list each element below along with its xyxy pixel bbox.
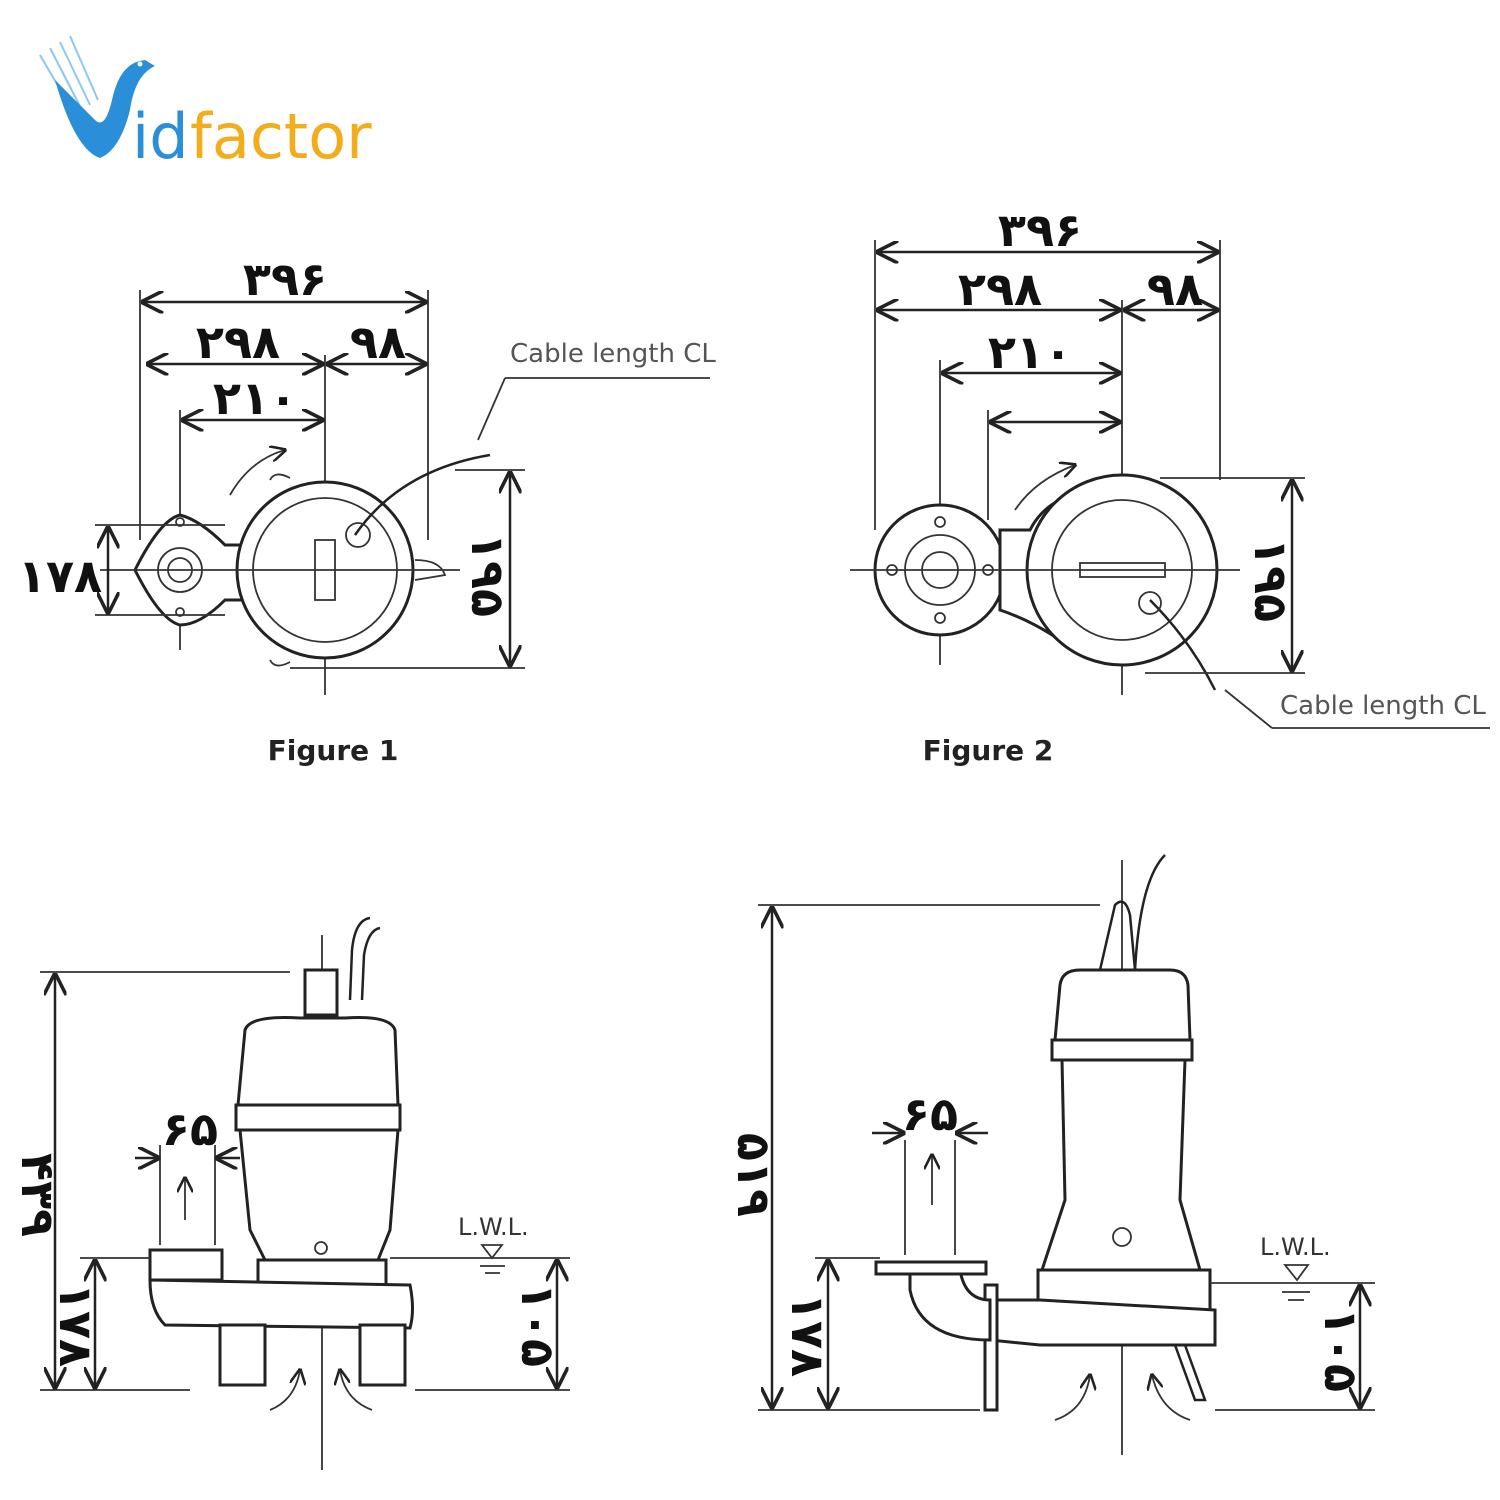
dim-396: ۳۹۶ (243, 252, 327, 306)
dim-178-side2: ۱۷۸ (781, 1293, 835, 1377)
dim-439: ۴۳۹ (11, 1153, 65, 1237)
figure-2-caption: Figure 2 (923, 734, 1054, 767)
dim-98: ۹۸ (350, 315, 406, 369)
logo-text-id: id (132, 100, 189, 173)
dim-195-fig2: ۱۹۵ (1244, 538, 1298, 622)
vidfactor-logo: id factor (39, 35, 372, 173)
figure-2-top-view: ۳۹۶ ۲۹۸ ۹۸ ۲۱۰ Cable length CL ۱۹۵ Figur… (850, 203, 1490, 767)
dim-210: ۲۱۰ (213, 371, 297, 425)
dim-519: ۵۱۹ (727, 1133, 781, 1217)
logo-text-factor: factor (190, 100, 372, 173)
dim-105-side2: ۱۰۵ (1314, 1308, 1368, 1392)
dim-298-fig2: ۲۹۸ (958, 262, 1042, 316)
cable-length-note-1: Cable length CL (510, 339, 716, 369)
cable-length-note-2: Cable length CL (1280, 691, 1486, 721)
side-view-1: ۶۵ ۴۳۹ ۱۷۸ ۱۰۵ L.W.L. (11, 916, 570, 1470)
bird-icon (39, 35, 155, 158)
dim-396-fig2: ۳۹۶ (998, 203, 1082, 257)
figure-1-caption: Figure 1 (268, 734, 399, 767)
dim-178-side1: ۱۷۸ (49, 1283, 103, 1367)
side-view-2: ۶۵ ۵۱۹ ۱۷۸ ۱۰۵ L.W.L. (727, 854, 1375, 1455)
water-level-icon (480, 1244, 505, 1274)
dim-65-side1: ۶۵ (162, 1102, 218, 1156)
dim-65-side2: ۶۵ (902, 1087, 958, 1141)
water-level-icon-2 (1282, 1264, 1310, 1301)
figure-1-top-view: ۳۹۶ ۲۹۸ ۹۸ ۲۱۰ Cable length CL ۱۷۸ ۱۹۵ F… (18, 252, 716, 767)
dim-210-fig2: ۲۱۰ (988, 325, 1072, 379)
dim-178-top: ۱۷۸ (18, 549, 102, 603)
lwl-label-1: L.W.L. (458, 1213, 529, 1241)
dim-105-side1: ۱۰۵ (511, 1283, 565, 1367)
dim-195-fig1: ۱۹۵ (461, 533, 515, 617)
lwl-label-2: L.W.L. (1260, 1233, 1331, 1261)
dim-298: ۲۹۸ (196, 315, 280, 369)
dim-98-fig2: ۹۸ (1147, 262, 1203, 316)
